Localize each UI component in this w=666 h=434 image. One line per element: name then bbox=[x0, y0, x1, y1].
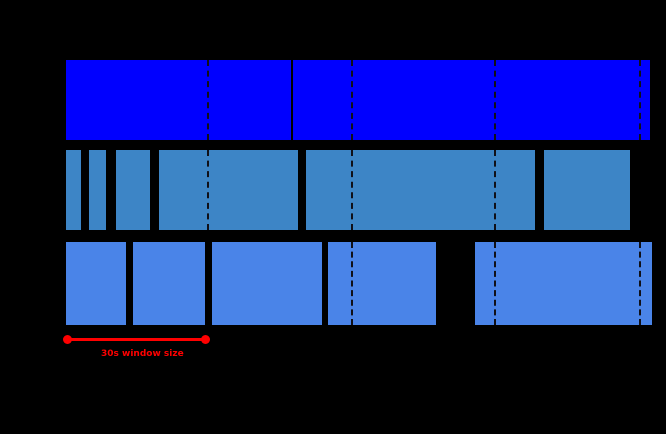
annotation-span-line bbox=[67, 338, 206, 341]
annotation-label: 30s window size bbox=[101, 349, 184, 359]
segment-3-4 bbox=[328, 242, 436, 325]
annotation-end-cap bbox=[201, 335, 210, 344]
segment-3-3 bbox=[212, 242, 322, 325]
segment-2-2 bbox=[89, 150, 106, 230]
segment-3-1 bbox=[66, 242, 126, 325]
segment-2-4 bbox=[159, 150, 298, 230]
segment-2-5 bbox=[306, 150, 535, 230]
track-1 bbox=[0, 60, 666, 140]
segment-3-5 bbox=[475, 242, 652, 325]
segment-1-2 bbox=[293, 60, 650, 140]
segment-1-1 bbox=[66, 60, 291, 140]
segment-2-6 bbox=[544, 150, 630, 230]
segment-2-1 bbox=[66, 150, 81, 230]
track-2 bbox=[0, 150, 666, 230]
segment-2-3 bbox=[116, 150, 150, 230]
segment-3-2 bbox=[133, 242, 205, 325]
annotation-start-cap bbox=[63, 335, 72, 344]
track-3 bbox=[0, 242, 666, 325]
